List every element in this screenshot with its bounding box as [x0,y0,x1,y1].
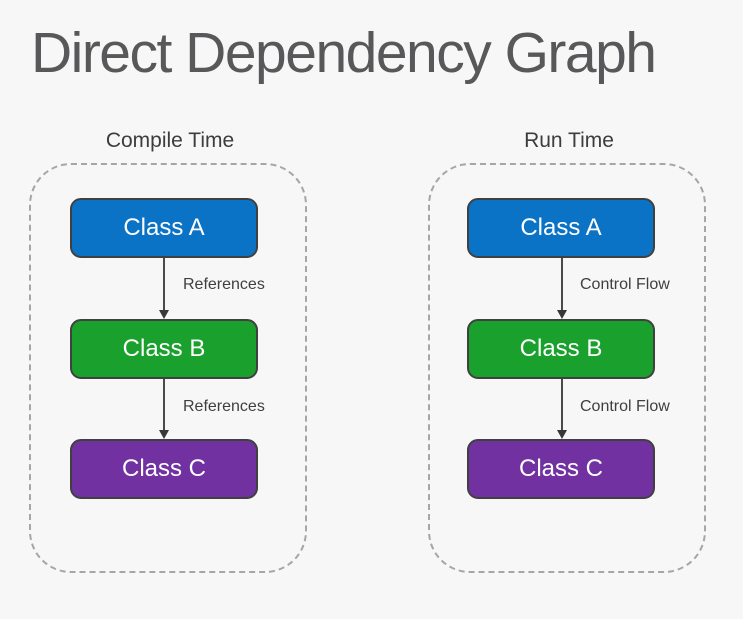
group-title-compile-time: Compile Time [105,129,235,152]
group-title-run-time: Run Time [524,129,614,152]
page-title: Direct Dependency Graph [31,21,657,85]
arrow-line [163,379,165,430]
node-class-c: Class C [467,439,655,499]
group-boundary-compile-time [29,163,307,573]
edge-label-references-1: References [183,276,265,293]
node-class-a: Class A [70,198,258,258]
arrow-line [163,258,165,310]
group-compile-time: Compile Time Class A References Class B … [29,126,311,578]
arrow-head-icon [159,430,169,439]
node-label: Class B [519,335,603,362]
group-boundary-run-time [428,163,706,573]
arrow-a-to-b [159,258,169,319]
arrow-head-icon [159,310,169,319]
arrow-head-icon [557,430,567,439]
edge-label-control-flow-1: Control Flow [580,276,670,293]
arrow-b-to-c [557,379,567,439]
node-label: Class B [122,335,206,362]
node-label: Class C [518,455,603,482]
arrow-a-to-b [557,258,567,319]
edge-label-control-flow-2: Control Flow [580,398,670,415]
arrow-line [561,379,563,430]
group-run-time: Run Time Class A Control Flow Class B Co… [428,126,710,578]
arrow-b-to-c [159,379,169,439]
node-class-b: Class B [467,319,655,379]
edge-label-references-2: References [183,398,265,415]
node-label: Class A [123,214,205,241]
node-label: Class C [121,455,206,482]
arrow-line [561,258,563,310]
arrow-head-icon [557,310,567,319]
node-label: Class A [520,214,602,241]
node-class-c: Class C [70,439,258,499]
node-class-b: Class B [70,319,258,379]
node-class-a: Class A [467,198,655,258]
